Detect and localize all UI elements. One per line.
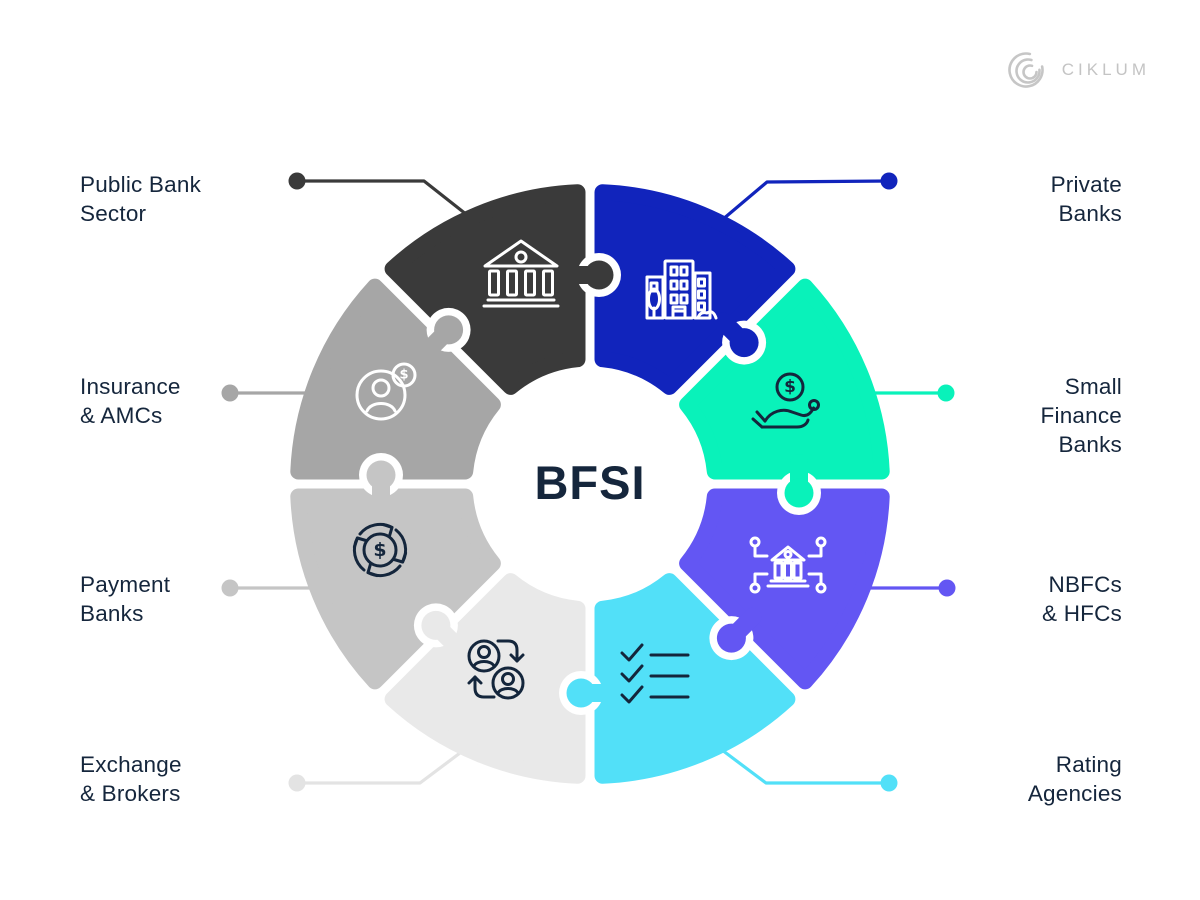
- hand-coin-icon: $: [751, 372, 820, 429]
- segment-small-finance-banks: [679, 278, 890, 480]
- brand-name: CIKLUM: [1061, 60, 1150, 79]
- svg-text:$: $: [399, 368, 408, 383]
- dot-payment-banks: [221, 579, 239, 597]
- connector-small-finance-banks: [866, 384, 955, 402]
- segment-exchange-brokers: [384, 573, 586, 784]
- user-exchange-icon: [467, 639, 525, 700]
- user-coin-icon: $: [355, 362, 417, 421]
- segment-nbfcs-hfcs: [679, 488, 890, 690]
- svg-text:$: $: [784, 377, 796, 397]
- segment-public-bank-sector: [384, 184, 586, 395]
- center-title: BFSI: [534, 456, 646, 509]
- connector-payment-banks: [221, 579, 322, 597]
- ciklum-arcs-icon: [1007, 52, 1044, 88]
- brand: CIKLUM: [1006, 44, 1150, 96]
- segment-insurance-amcs: [290, 278, 501, 480]
- coin-cycle-icon: $: [352, 522, 408, 578]
- label-exchange-brokers: Exchange& Brokers: [80, 752, 182, 806]
- connector-nbfcs-hfcs: [864, 579, 956, 597]
- dot-public-bank-sector: [288, 172, 306, 190]
- connector-insurance-amcs: [221, 384, 318, 402]
- dot-private-banks: [880, 172, 898, 190]
- connector-exchange-brokers: [288, 742, 473, 792]
- connector-private-banks: [720, 172, 898, 222]
- office-buildings-icon: [645, 259, 718, 320]
- dot-insurance-amcs: [221, 384, 239, 402]
- dot-rating-agencies: [880, 774, 898, 792]
- bank-network-icon: [749, 536, 827, 594]
- connector-rating-agencies: [717, 745, 898, 792]
- connector-public-bank-sector: [288, 172, 477, 224]
- segment-rating-agencies: [594, 573, 796, 784]
- checklist-icon: [620, 643, 690, 704]
- bank-classic-icon: [482, 239, 560, 308]
- dot-exchange-brokers: [288, 774, 306, 792]
- label-insurance-amcs: Insurance& AMCs: [80, 374, 181, 428]
- segment-payment-banks: [290, 488, 501, 690]
- svg-text:$: $: [373, 539, 386, 561]
- label-nbfcs-hfcs: NBFCs& HFCs: [1042, 572, 1122, 626]
- dot-small-finance-banks: [937, 384, 955, 402]
- dot-nbfcs-hfcs: [938, 579, 956, 597]
